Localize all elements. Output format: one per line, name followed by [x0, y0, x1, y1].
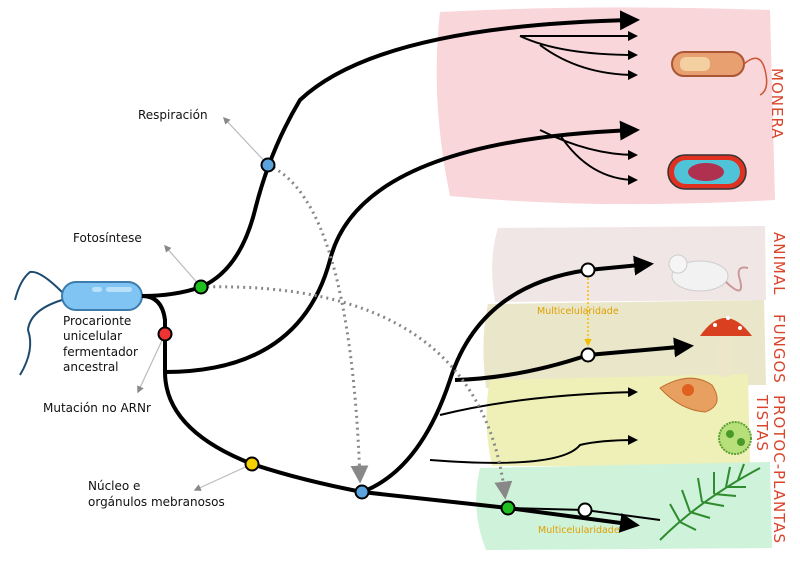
kingdom-animal-label: ANIMAL	[770, 232, 788, 295]
mouse-illustration	[668, 254, 749, 292]
protozoan-illustration	[659, 377, 718, 413]
kingdom-protists-label-a: PROTOC-	[770, 395, 788, 470]
photosynthesis-label: Fotosíntese	[73, 231, 142, 245]
ancestor-bacterium	[14, 270, 143, 376]
kingdom-fungi-label: FUNGOS	[770, 314, 788, 384]
mushroom-illustration	[700, 316, 752, 377]
mutation-node	[157, 326, 173, 342]
mutation-label: Mutación no ARNr	[43, 401, 151, 415]
respiration-node	[260, 157, 276, 173]
ancestor-label: Procarionte unicelular fermentador ances…	[63, 314, 138, 374]
nucleus-node	[244, 456, 260, 472]
fern-illustration	[659, 463, 761, 541]
ancestor-label-line: Procarionte	[63, 314, 131, 328]
algae-illustration	[718, 421, 752, 455]
multicellularity-label: Multicelularidade	[537, 306, 619, 317]
photosynthesis-node	[193, 279, 209, 295]
animal-region	[492, 226, 766, 302]
label-pointers	[137, 116, 269, 491]
cyanobacterium-illustration	[667, 154, 747, 190]
kingdom-plants-label: PLANTAS	[770, 470, 788, 544]
kingdom-monera-label: MONERA	[768, 68, 786, 140]
ancestor-label-line: ancestral	[63, 360, 119, 374]
eukaryote-respiration-node	[354, 484, 370, 500]
bacterium-illustration	[671, 51, 768, 96]
kingdom-protists-label-b: TISTAS	[753, 394, 771, 452]
fungi-multicell-node	[580, 347, 596, 363]
nucleus-label-line: orgánulos mebranosos	[88, 495, 225, 509]
ancestor-label-line: fermentador	[63, 345, 138, 359]
multicellularity-label: Multicelularidade	[538, 525, 620, 536]
endosymbiosis-arrows	[200, 163, 513, 500]
animal-multicell-node	[580, 262, 596, 278]
nucleus-label-line: Núcleo e	[88, 479, 140, 493]
plant-photosynthesis-node	[500, 500, 516, 516]
respiration-label: Respiración	[138, 108, 208, 122]
ancestor-label-line: unicelular	[63, 329, 122, 343]
plant-multicell-node	[577, 502, 593, 518]
minor-branches	[429, 31, 661, 521]
